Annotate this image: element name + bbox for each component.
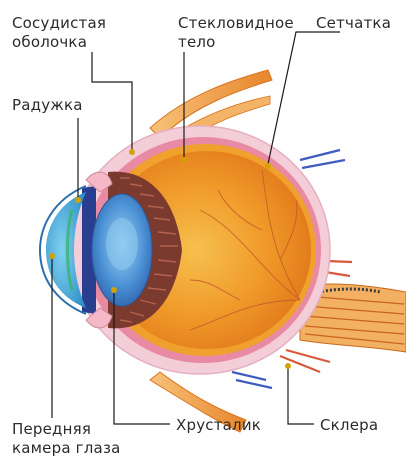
- label-lens-line1: Хрусталик: [176, 416, 261, 435]
- label-retina-line1: Сетчатка: [316, 14, 391, 33]
- label-iris-line1: Радужка: [12, 96, 83, 115]
- label-retina: Сетчатка: [316, 14, 391, 33]
- label-choroid-line2: оболочка: [12, 33, 106, 52]
- label-iris: Радужка: [12, 96, 83, 115]
- label-sclera-line1: Склера: [320, 416, 378, 435]
- lens-nucleus: [106, 218, 138, 270]
- label-anterior-chamber-line1: Передняя: [12, 420, 121, 439]
- label-vitreous-line2: тело: [178, 33, 294, 52]
- label-anterior-chamber-line2: камера глаза: [12, 439, 121, 458]
- label-anterior-chamber: Передняя камера глаза: [12, 420, 121, 458]
- label-choroid-line1: Сосудистая: [12, 14, 106, 33]
- label-lens: Хрусталик: [176, 416, 261, 435]
- label-choroid: Сосудистая оболочка: [12, 14, 106, 52]
- label-vitreous: Стекловидное тело: [178, 14, 294, 52]
- label-vitreous-line1: Стекловидное: [178, 14, 294, 33]
- label-sclera: Склера: [320, 416, 378, 435]
